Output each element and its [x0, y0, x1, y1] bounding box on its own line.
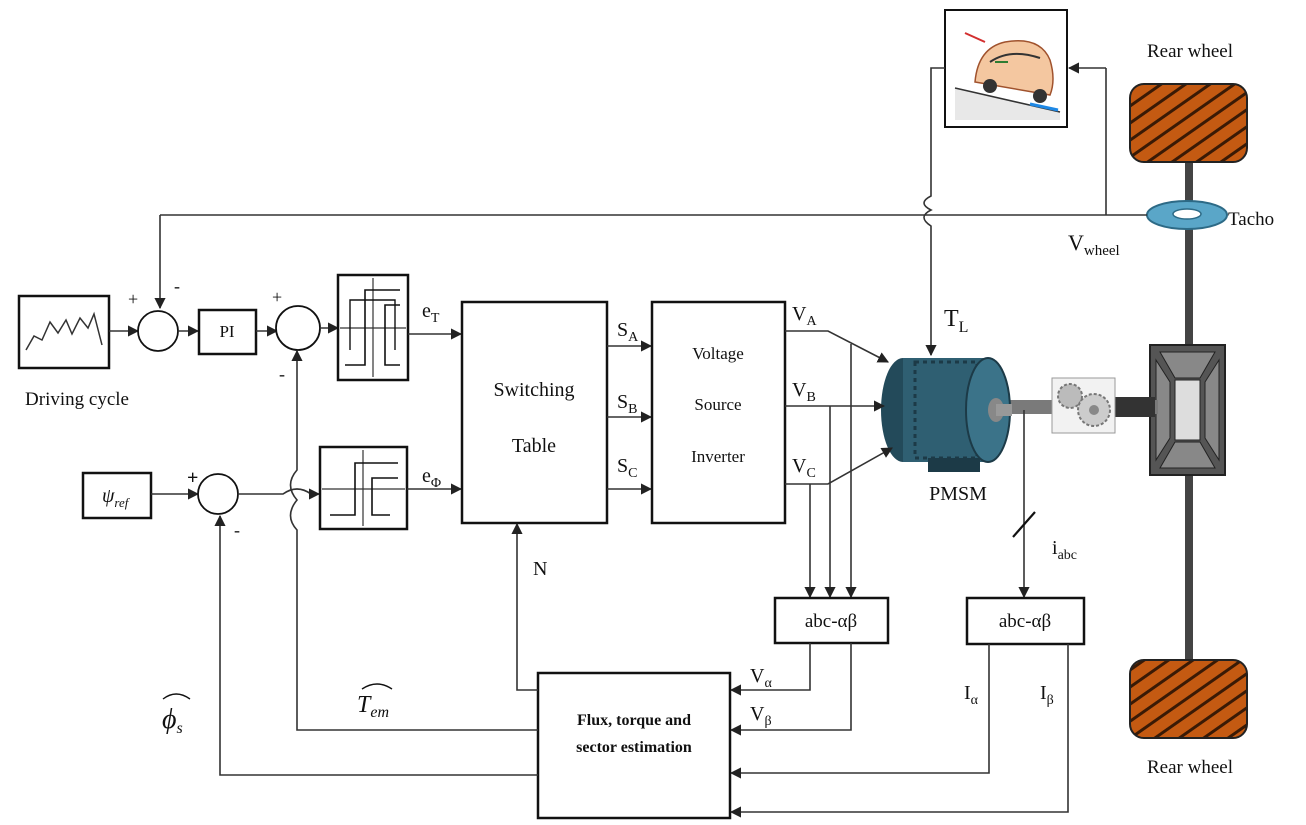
estimation-line2: sector estimation — [576, 739, 692, 756]
flux-hysteresis-block — [320, 447, 407, 529]
summing-junction-torque — [276, 306, 320, 350]
switching-line2: Table — [512, 435, 556, 457]
tacho-label: Tacho — [1228, 209, 1274, 230]
i-abc-label: iabc — [1052, 537, 1077, 563]
rear-wheel-top — [1130, 84, 1247, 162]
s-c-label: SC — [617, 455, 637, 481]
rear-wheel-top-label: Rear wheel — [1147, 41, 1233, 62]
tachometer-icon — [1147, 201, 1227, 229]
summing-junction-speed — [138, 311, 178, 351]
i-beta-label: Iβ — [1040, 682, 1054, 708]
driving-cycle-block — [19, 296, 109, 368]
summing-junction-flux — [198, 474, 238, 514]
t-l-label: TL — [944, 306, 968, 336]
t-em-hat-label: Tem — [357, 684, 392, 721]
sum3-plus: + — [187, 467, 198, 489]
switching-table-block — [462, 302, 607, 523]
sum1-plus: + — [128, 289, 138, 309]
i-alpha-line — [731, 644, 989, 773]
load-torque-line — [924, 68, 945, 355]
sum2-minus: - — [279, 364, 285, 384]
s-a-label: SA — [617, 319, 639, 345]
pi-label: PI — [219, 322, 234, 341]
va-line — [785, 331, 888, 362]
sum2-plus: + — [272, 287, 282, 307]
s-b-label: SB — [617, 391, 637, 417]
v-b-label: VB — [792, 379, 816, 405]
i-beta-line — [731, 644, 1068, 812]
v-beta-label: Vβ — [750, 703, 772, 729]
sum3-to-hyst-flux — [238, 489, 319, 494]
v-c-label: VC — [792, 455, 816, 481]
sum1-minus: - — [174, 276, 180, 296]
v-a-label: VA — [792, 303, 817, 329]
flux-estimate-feedback — [220, 516, 538, 775]
e-phi-label: eΦ — [422, 465, 441, 491]
rear-wheel-bottom — [1130, 660, 1247, 738]
vsi-line3: Inverter — [691, 447, 745, 466]
vehicle-icon — [945, 10, 1067, 127]
i-alpha-label: Iα — [964, 682, 979, 708]
v-alpha-label: Vα — [750, 665, 772, 691]
v-beta-line — [731, 643, 851, 730]
switching-line1: Switching — [493, 379, 574, 401]
estimation-line1: Flux, torque and — [577, 712, 691, 729]
pmsm-label: PMSM — [929, 483, 987, 505]
vsi-line2: Source — [694, 395, 741, 414]
svg-text:Tem: Tem — [357, 692, 389, 721]
phi-s-hat-label: ϕs — [162, 694, 190, 737]
n-label: N — [533, 558, 547, 580]
rear-wheel-bottom-label: Rear wheel — [1147, 757, 1233, 778]
svg-text:ϕs: ϕs — [162, 704, 183, 737]
pmsm-motor-icon — [881, 358, 1012, 472]
sum3-minus: - — [234, 520, 240, 540]
vsi-line1: Voltage — [692, 344, 744, 363]
abc-ab-left-label: abc-αβ — [805, 611, 857, 632]
gearbox-icon — [1052, 378, 1115, 433]
differential-icon — [1150, 345, 1225, 475]
e-t-label: eT — [422, 300, 440, 326]
driving-cycle-label: Driving cycle — [25, 389, 129, 410]
transfer-shaft — [1115, 397, 1155, 417]
torque-hysteresis-block — [338, 275, 408, 380]
v-wheel-label: Vwheel — [1068, 230, 1120, 259]
sector-n-line — [517, 524, 538, 690]
abc-ab-right-label: abc-αβ — [999, 611, 1051, 632]
